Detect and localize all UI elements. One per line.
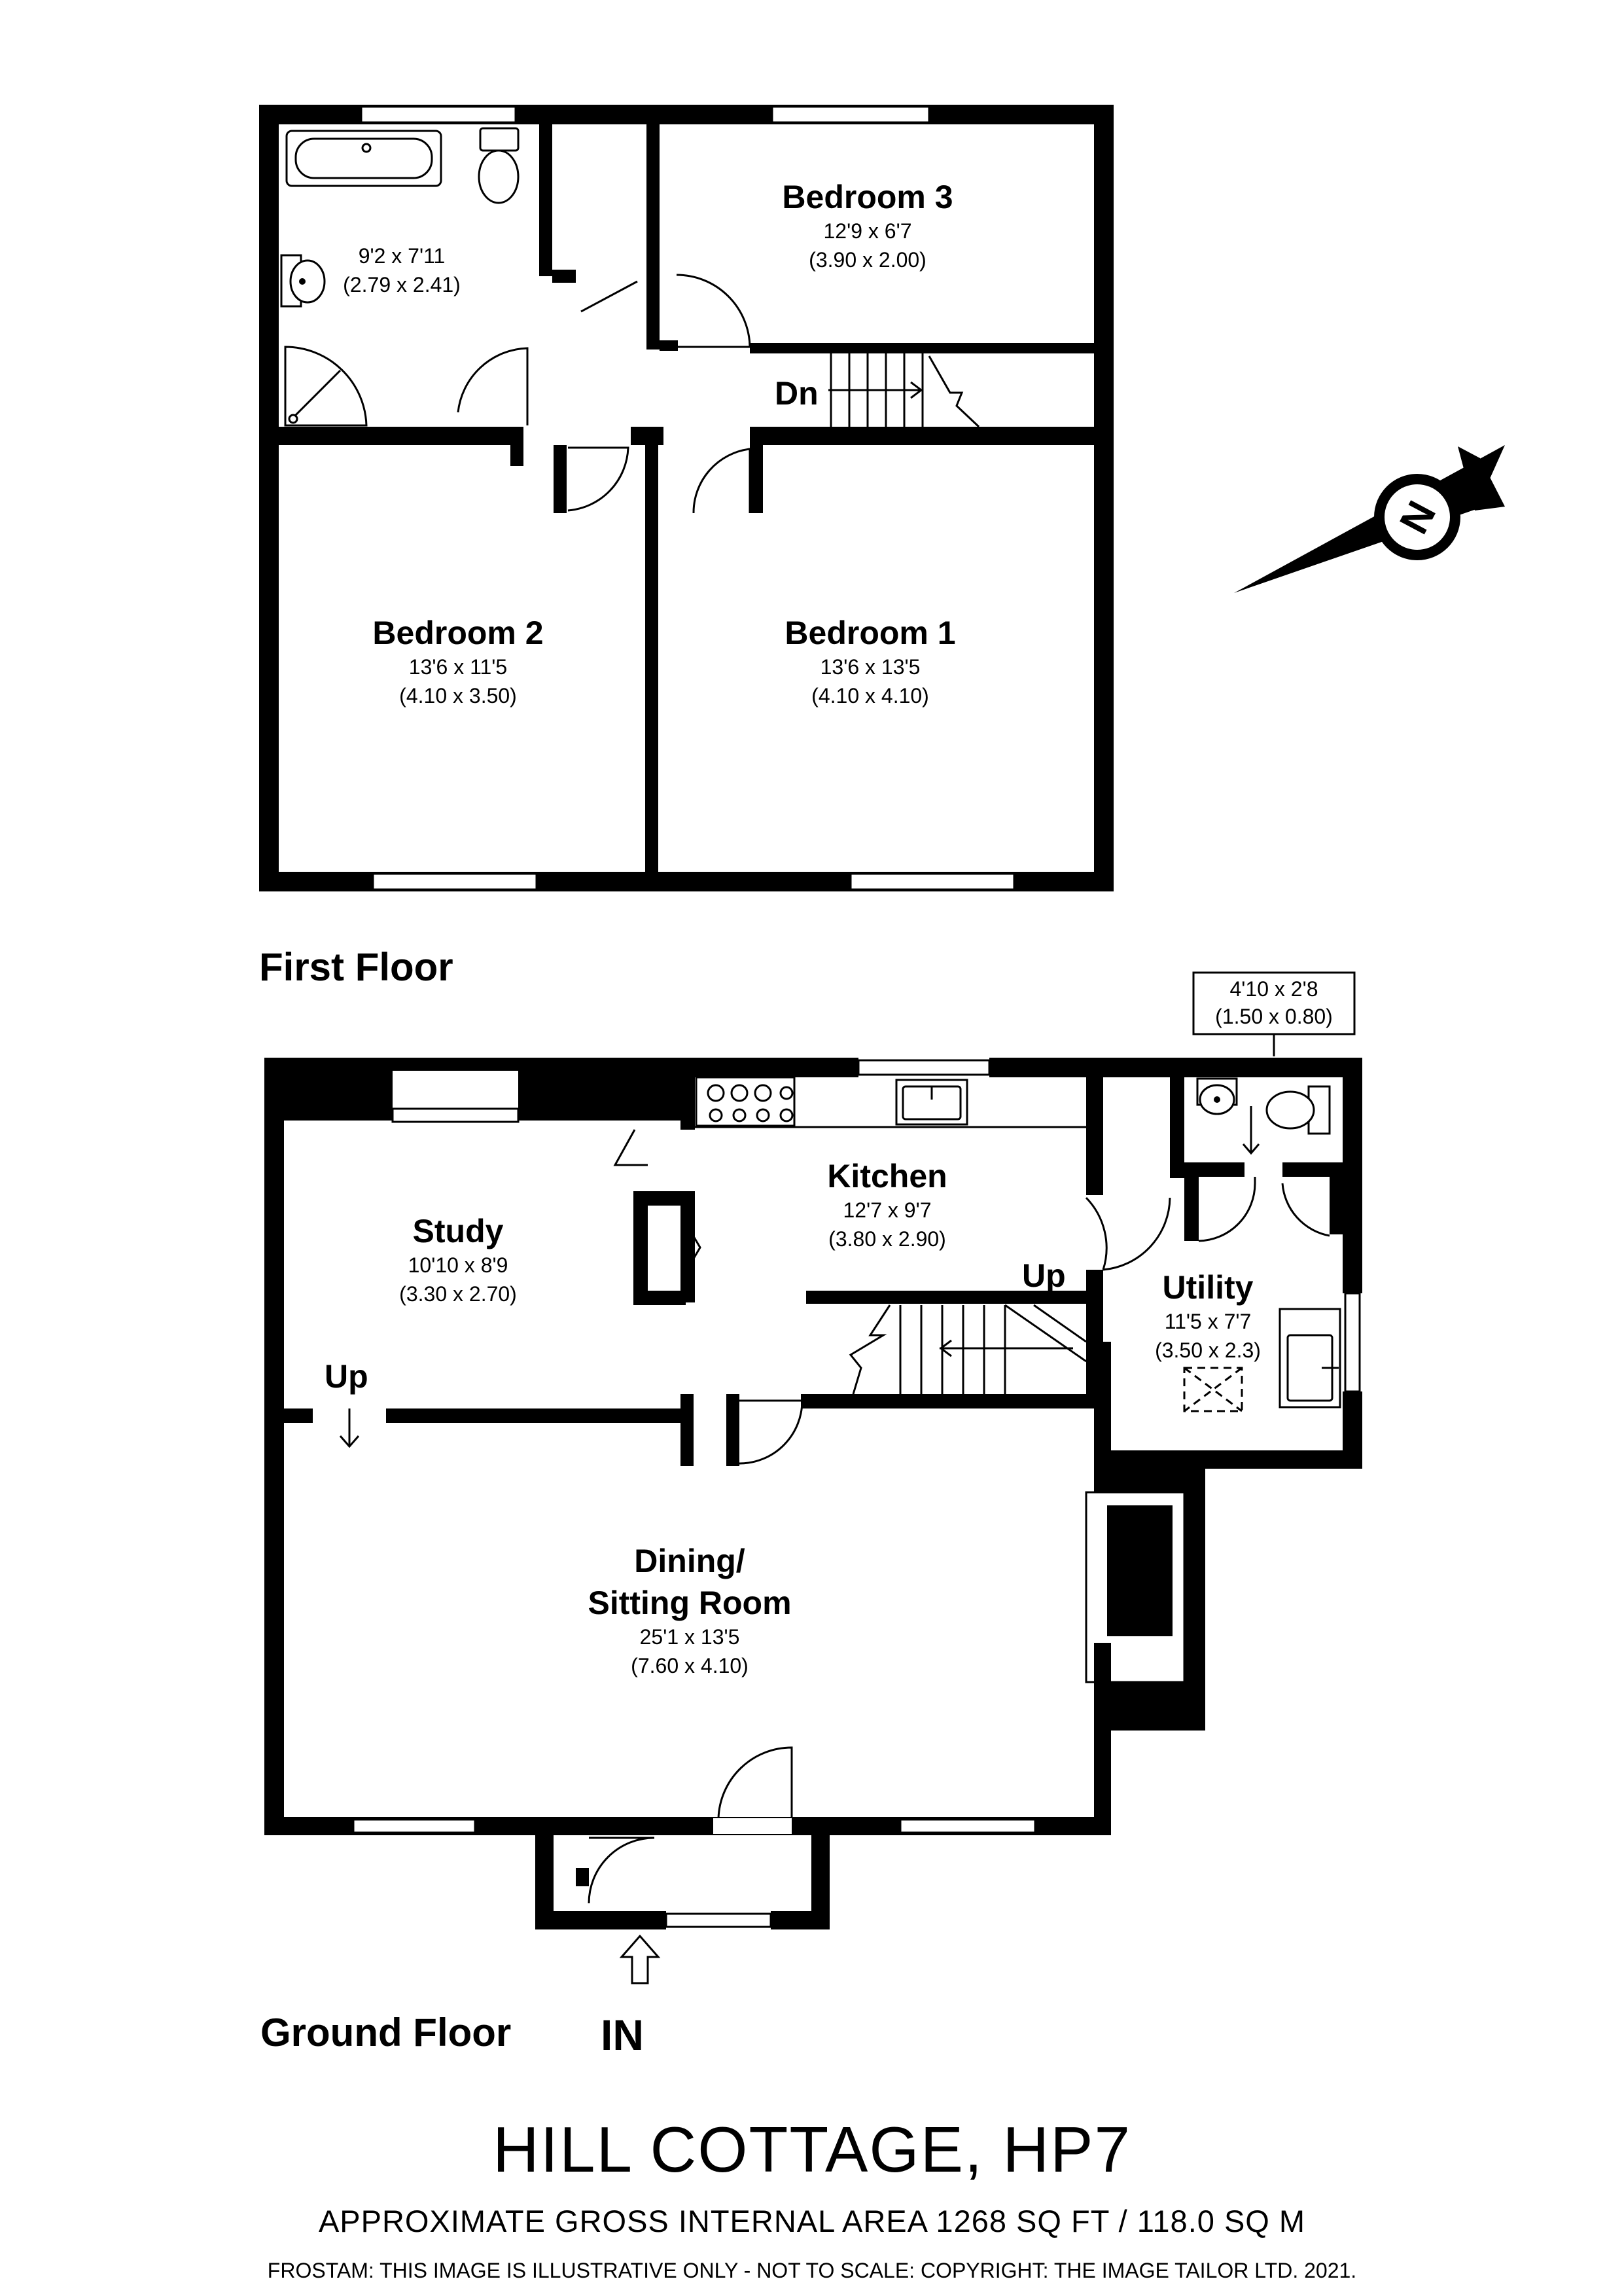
bathroom-dimensions-metric: (2.79 x 2.41) <box>343 273 461 296</box>
bedroom3-dimensions-metric: (3.90 x 2.00) <box>809 248 927 272</box>
bedroom2-name: Bedroom 2 <box>372 615 543 651</box>
kitchen-stairs-up-label: Up <box>1022 1257 1066 1294</box>
first-floor-label: First Floor <box>259 945 453 989</box>
bedroom2-dimensions-metric: (4.10 x 3.50) <box>399 684 517 708</box>
utility-name: Utility <box>1163 1269 1254 1306</box>
basin-icon <box>280 254 326 308</box>
dining-dimensions-metric: (7.60 x 4.10) <box>631 1654 749 1677</box>
bathroom-dimensions-imperial: 9'2 x 7'11 <box>359 244 446 268</box>
shower-icon <box>284 346 368 427</box>
first-floor-stairs <box>828 353 980 428</box>
bedroom1-dimensions-metric: (4.10 x 4.10) <box>811 684 929 708</box>
disclaimer-text: FROSTAM: THIS IMAGE IS ILLUSTRATIVE ONLY… <box>268 2259 1356 2282</box>
stairs-down-label: Dn <box>775 375 819 412</box>
kitchen-sink-icon <box>895 1079 968 1126</box>
entrance-label: IN <box>601 2011 644 2059</box>
dining-name-line2: Sitting Room <box>588 1585 791 1621</box>
property-title: HILL COTTAGE, HP7 <box>493 2113 1131 2185</box>
bath-icon <box>285 130 442 187</box>
entrance-arrow-icon <box>619 1934 661 1984</box>
kitchen-dimensions-imperial: 12'7 x 9'7 <box>843 1198 932 1222</box>
wc-dimensions-metric: (1.50 x 0.80) <box>1215 1005 1333 1028</box>
bedroom3-name: Bedroom 3 <box>782 179 953 215</box>
kitchen-name: Kitchen <box>827 1158 947 1194</box>
first-floor-plan: 9'2 x 7'11 (2.79 x 2.41) Bedroom 3 12'9 … <box>259 105 1114 989</box>
ground-floor-label: Ground Floor <box>260 2011 511 2054</box>
toilet-icon <box>478 127 520 204</box>
utility-boiler-icon <box>1183 1367 1243 1412</box>
kitchen-dimensions-metric: (3.80 x 2.90) <box>828 1227 946 1251</box>
compass-north-icon: N <box>1234 445 1505 593</box>
bedroom1-dimensions-imperial: 13'6 x 13'5 <box>821 655 921 679</box>
utility-sink-icon <box>1279 1308 1341 1408</box>
dining-dimensions-imperial: 25'1 x 13'5 <box>640 1625 740 1649</box>
ground-floor-plan: 4'10 x 2'8 (1.50 x 0.80) <box>260 971 1362 2059</box>
utility-dimensions-imperial: 11'5 x 7'7 <box>1165 1310 1252 1333</box>
wc-dimensions-imperial: 4'10 x 2'8 <box>1230 977 1318 1001</box>
wc-toilet-icon <box>1265 1085 1331 1135</box>
bedroom1-name: Bedroom 1 <box>785 615 955 651</box>
study-name: Study <box>413 1213 504 1249</box>
bedroom3-dimensions-imperial: 12'9 x 6'7 <box>824 219 912 243</box>
wc-basin-icon <box>1196 1077 1238 1115</box>
dining-name-line1: Dining/ <box>634 1543 745 1579</box>
ground-floor-stairs <box>849 1304 1087 1395</box>
study-dimensions-metric: (3.30 x 2.70) <box>399 1282 517 1306</box>
study-stairs-up-label: Up <box>325 1358 368 1395</box>
hob-icon <box>695 1076 796 1127</box>
bedroom2-dimensions-imperial: 13'6 x 11'5 <box>409 655 507 679</box>
study-dimensions-imperial: 10'10 x 8'9 <box>408 1253 508 1277</box>
area-subtitle: APPROXIMATE GROSS INTERNAL AREA 1268 SQ … <box>319 2204 1305 2238</box>
utility-dimensions-metric: (3.50 x 2.3) <box>1155 1338 1261 1362</box>
